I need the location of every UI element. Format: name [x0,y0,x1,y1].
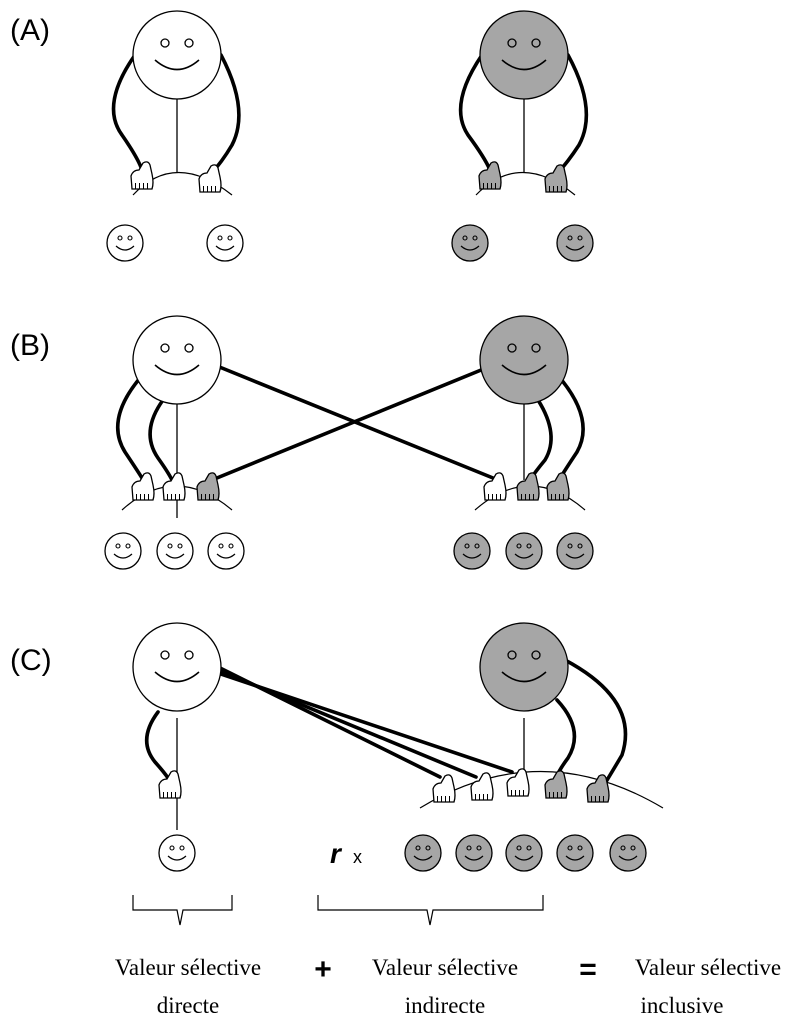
offspring-face-icon [207,532,245,570]
panel-a-label: (A) [10,14,50,47]
direct-fitness-label-line1: Valeur sélective [115,955,261,980]
offspring-face-icon [206,224,244,262]
offspring-face-icon [505,834,543,872]
hand-icon [544,770,568,799]
indirect-fitness-label-line2: indirecte [405,993,485,1018]
times-symbol: x [353,847,362,867]
hand-icon [131,472,155,501]
panel-a-relative-parent [458,10,589,196]
panel-a-focal-parent [111,10,241,196]
plus-sign: + [314,953,332,986]
offspring-face-icon [556,532,594,570]
equals-sign: = [579,953,597,986]
offspring-face-icon [453,532,491,570]
offspring-face-icon [106,224,144,262]
focal-face-icon [132,622,222,712]
offspring-face-icon [556,834,594,872]
hand-icon [544,164,568,193]
hand-icon [516,472,540,501]
direct-fitness-label-line2: directe [157,993,220,1018]
panel-b-label: (B) [10,329,50,362]
offspring-face-icon [404,834,442,872]
hand-icon [198,164,222,193]
panel-c-label: (C) [10,644,52,677]
panel-a [106,10,594,262]
focal-face-icon [132,10,222,100]
indirect-brace [317,895,544,926]
hand-icon [432,774,456,803]
relatedness-symbol: r [330,838,343,869]
hand-icon [158,770,182,799]
offspring-face-icon [556,224,594,262]
equation: Valeur sélective directe + Valeur sélect… [115,953,781,1018]
hand-icon [130,161,154,190]
offspring-face-icon [104,532,142,570]
relative-face-icon [479,315,569,405]
hand-icon [162,472,186,501]
panel-b [104,315,594,570]
direct-brace [132,895,233,926]
relative-face-icon [479,622,569,712]
offspring-face-icon [505,532,543,570]
offspring-face-icon [609,834,647,872]
offspring-face-icon [455,834,493,872]
focal-face-icon [132,315,222,405]
inclusive-fitness-label-line2: inclusive [640,993,723,1018]
relative-face-icon [479,10,569,100]
inclusive-fitness-label-line1: Valeur sélective [635,955,781,980]
indirect-fitness-label-line1: Valeur sélective [372,955,518,980]
panel-c: r x [132,622,664,926]
hand-icon [478,161,502,190]
hand-icon [196,472,220,501]
offspring-face-icon [158,834,196,872]
offspring-face-icon [451,224,489,262]
hand-icon [586,774,610,803]
hand-icon [546,472,570,501]
offspring-face-icon [156,532,194,570]
